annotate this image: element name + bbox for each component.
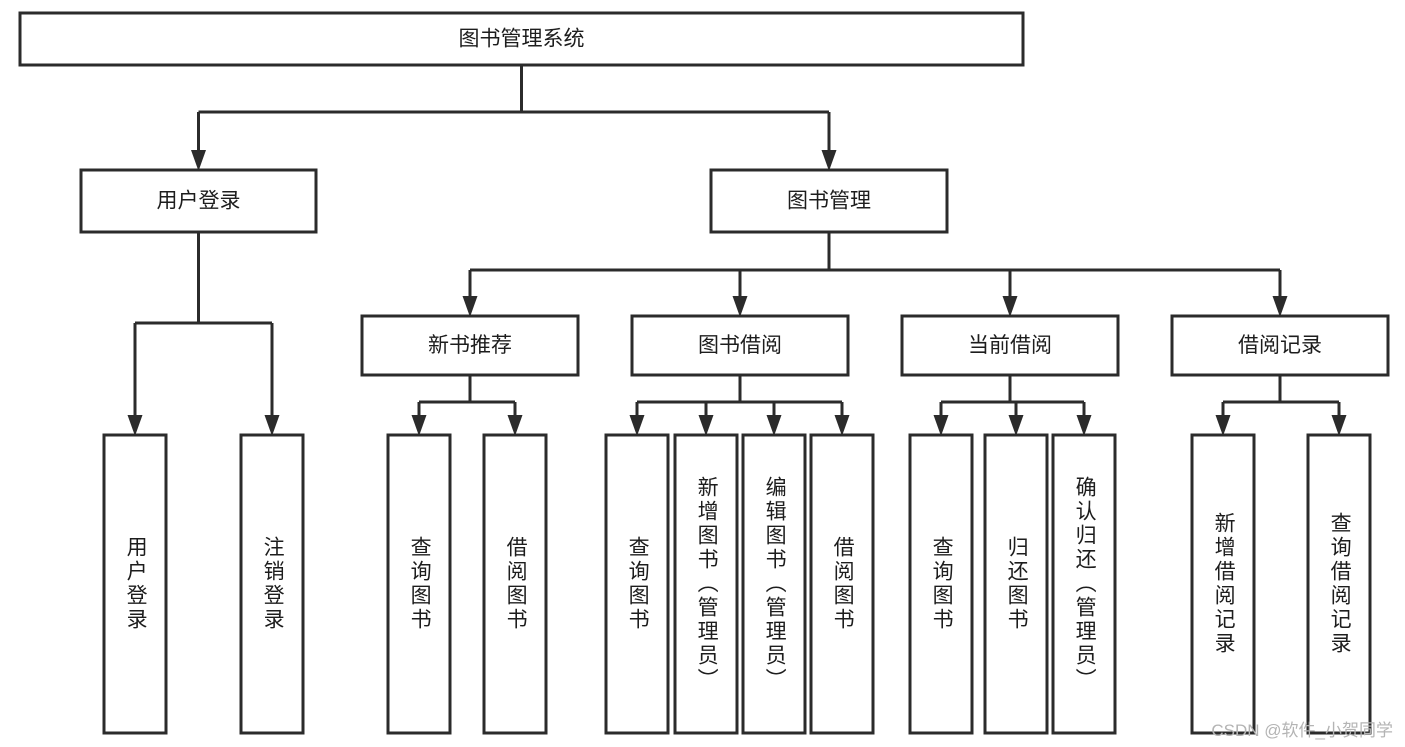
node-box-new-book-recommend[interactable] (360, 314, 580, 377)
connector-arrowhead (766, 415, 782, 436)
node-box-book-borrow[interactable] (630, 314, 850, 377)
node-box-leaf-edit-book-admin[interactable] (741, 433, 807, 735)
connector-arrowhead (1076, 415, 1092, 436)
node-box-borrow-record[interactable] (1170, 314, 1390, 377)
connector-arrowhead (1331, 415, 1347, 436)
connector-layer (127, 65, 1347, 436)
node-box-leaf-borrow-book-recommend[interactable] (482, 433, 548, 735)
connector-arrowhead (629, 415, 645, 436)
connector-arrowhead (411, 415, 427, 436)
node-box-leaf-return-book[interactable] (983, 433, 1049, 735)
node-box-leaf-user-login[interactable] (102, 433, 168, 735)
connector-arrowhead (698, 415, 714, 436)
node-box-leaf-query-borrow-record[interactable] (1306, 433, 1372, 735)
connector-arrowhead (462, 296, 478, 317)
node-label-new-book-recommend: 新书推荐 (428, 334, 512, 357)
node-box-leaf-borrow-book[interactable] (809, 433, 875, 735)
connector-arrowhead (1272, 296, 1288, 317)
connector-arrowhead (1008, 415, 1024, 436)
node-box-layer (18, 11, 1390, 735)
connector-arrowhead (933, 415, 949, 436)
node-box-current-borrow[interactable] (900, 314, 1120, 377)
node-label-user-login: 用户登录 (157, 190, 241, 213)
connector-arrowhead (191, 150, 206, 171)
connector-arrowhead (834, 415, 850, 436)
node-label-book-manage: 图书管理 (787, 190, 871, 213)
node-label-book-borrow: 图书借阅 (698, 334, 782, 357)
connector-arrowhead (127, 415, 143, 436)
node-box-leaf-query-book-recommend[interactable] (386, 433, 452, 735)
node-box-user-login[interactable] (79, 168, 318, 234)
node-box-leaf-confirm-return-admin[interactable] (1051, 433, 1117, 735)
node-box-leaf-query-book-borrow[interactable] (604, 433, 670, 735)
node-label-borrow-record: 借阅记录 (1238, 334, 1322, 357)
node-box-leaf-add-book-admin[interactable] (673, 433, 739, 735)
connector-arrowhead (507, 415, 523, 436)
connector-arrowhead (821, 150, 837, 171)
node-box-book-manage[interactable] (709, 168, 949, 234)
connector-arrowhead (1002, 296, 1018, 317)
node-label-current-borrow: 当前借阅 (968, 334, 1052, 357)
node-box-root[interactable] (18, 11, 1025, 67)
node-label-root: 图书管理系统 (459, 28, 585, 51)
connector-arrowhead (732, 296, 748, 317)
node-box-leaf-query-book-current[interactable] (908, 433, 974, 735)
watermark-text: CSDN @软件_小贺同学 (1211, 721, 1393, 740)
node-box-leaf-add-borrow-record[interactable] (1190, 433, 1256, 735)
connector-arrowhead (1215, 415, 1231, 436)
node-box-leaf-user-logout[interactable] (239, 433, 305, 735)
connector-arrowhead (264, 415, 280, 436)
